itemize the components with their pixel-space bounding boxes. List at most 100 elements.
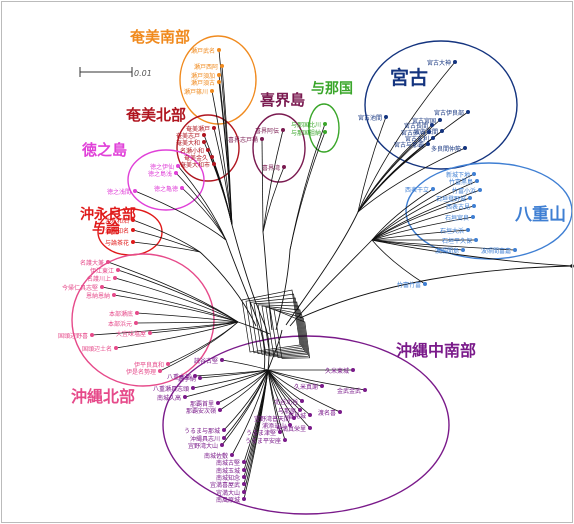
leaf-edge <box>117 269 239 323</box>
scale-bar: 0.01 <box>79 67 152 78</box>
split-box <box>241 289 301 353</box>
leaf-dot <box>475 179 479 183</box>
leaf-label: 波照間富嘉 <box>481 247 511 255</box>
leaf-label: うるま平安座 <box>245 437 281 445</box>
leaf-label: 国頭辺土名 <box>82 345 112 353</box>
leaf-edge <box>132 229 201 253</box>
leaf-edge <box>261 138 264 233</box>
leaf-label: 浦添当山 <box>262 422 286 430</box>
leaf-edge <box>267 369 291 426</box>
leaf-dot <box>298 408 302 412</box>
leaf-dot <box>423 282 427 286</box>
leaf-label: 石垣登野城 <box>436 195 466 203</box>
leaf-dot <box>461 248 465 252</box>
leaf-label: 名護大兼 <box>80 259 104 267</box>
leaf-dot <box>474 238 478 242</box>
leaf-dot <box>212 162 216 166</box>
leaf-edge <box>267 369 341 413</box>
split-box <box>253 301 304 355</box>
split-box <box>265 306 308 358</box>
leaf-dot <box>363 388 367 392</box>
leaf-edge <box>211 90 233 226</box>
leaf-edge <box>357 116 387 213</box>
trunk-edge <box>267 329 283 371</box>
leaf-edge <box>175 172 227 241</box>
leaf-dot <box>133 189 137 193</box>
leaf-label: 徳之島浅 <box>148 170 172 178</box>
leaf-dot <box>471 215 475 219</box>
leaf-dot <box>220 358 224 362</box>
leaf-dot <box>260 137 264 141</box>
leaf-label: 新城下地 <box>446 171 470 179</box>
leaf-dot <box>217 48 221 52</box>
leaf-edge <box>91 321 239 336</box>
leaf-label: 久米真謝 <box>294 383 318 391</box>
leaf-edge <box>267 369 311 416</box>
region-label-amami_north: 奄美北部 <box>125 106 186 124</box>
leaf-dot <box>198 376 202 380</box>
leaf-edge <box>357 147 466 213</box>
leaf-label: 喜界阿伝 <box>255 127 279 135</box>
leaf-label: 宜満喜屋武 <box>210 481 240 489</box>
leaf-edge <box>192 369 269 389</box>
leaf-label: 南風原城 <box>216 496 240 504</box>
leaf-dot <box>351 368 355 372</box>
leaf-label: 宜満大山 <box>216 489 240 497</box>
leaf-dot <box>131 218 135 222</box>
region-label-miyako: 宮古 <box>390 66 428 89</box>
leaf-label: 与那国祖納 <box>291 129 321 137</box>
leaf-edge <box>357 130 443 213</box>
leaf-label: 今帰仁具志堅 <box>62 284 98 292</box>
leaf-dot <box>220 64 224 68</box>
leaf-dot <box>472 204 476 208</box>
leaf-dot <box>384 115 388 119</box>
leaf-label: 糸満真栄里 <box>276 425 306 433</box>
leaf-label: 宮古来間 <box>414 128 438 136</box>
leaf-label: 与論茶花 <box>105 239 129 247</box>
leaf-dot <box>216 401 220 405</box>
leaf-label: 豊見城 <box>288 412 306 420</box>
region-ellipse-kikai <box>252 113 306 183</box>
region-label-okinoerabu: 沖永良部与論 <box>80 206 136 237</box>
leaf-dot <box>453 60 457 64</box>
leaf-edge <box>221 359 269 371</box>
leaf-dot <box>282 165 286 169</box>
leaf-dot <box>323 130 327 134</box>
region-label-yaeyama: 八重山 <box>515 204 566 225</box>
region-ellipse-tokunoshima <box>127 149 205 211</box>
region-label-okinawa_north: 沖縄北部 <box>71 387 135 406</box>
leaf-dot <box>338 410 342 414</box>
leaf-dot <box>210 89 214 93</box>
leaf-edge <box>177 165 227 241</box>
leaf-dot <box>191 386 195 390</box>
leaf-label: 瀬戸西阿 <box>194 63 218 71</box>
leaf-dot <box>202 133 206 137</box>
leaf-label: 久米東城 <box>325 367 349 375</box>
leaf-label: 沖永和泊 <box>105 217 129 225</box>
trunk-edge <box>262 231 273 331</box>
leaf-edge <box>132 219 201 253</box>
leaf-edge <box>262 166 285 233</box>
leaf-label: 奄美志戸 <box>176 132 200 140</box>
trunk-edge <box>371 239 573 267</box>
leaf-dot <box>218 408 222 412</box>
leaf-edge <box>371 173 475 241</box>
leaf-dot <box>193 374 197 378</box>
leaf-label: 本部浜元 <box>108 320 132 328</box>
leaf-label: 恩納恩納 <box>86 292 110 300</box>
leaf-dot <box>426 142 430 146</box>
leaf-label: 南城玉城 <box>216 467 240 475</box>
leaf-edge <box>213 163 233 226</box>
leaf-dot <box>242 482 246 486</box>
leaf-dot <box>217 73 221 77</box>
leaf-label: 竹富黒島 <box>449 178 473 186</box>
leaf-dot <box>242 490 246 494</box>
leaf-label: 宮古大神 <box>427 59 451 67</box>
leaf-dot <box>242 497 246 501</box>
leaf-dot <box>220 443 224 447</box>
leaf-label: 沖永知名 <box>105 227 129 235</box>
leaf-label: 南城佐敷 <box>204 452 228 460</box>
trunk-edge <box>289 239 373 327</box>
leaf-label: 徳之浅間 <box>107 188 131 196</box>
